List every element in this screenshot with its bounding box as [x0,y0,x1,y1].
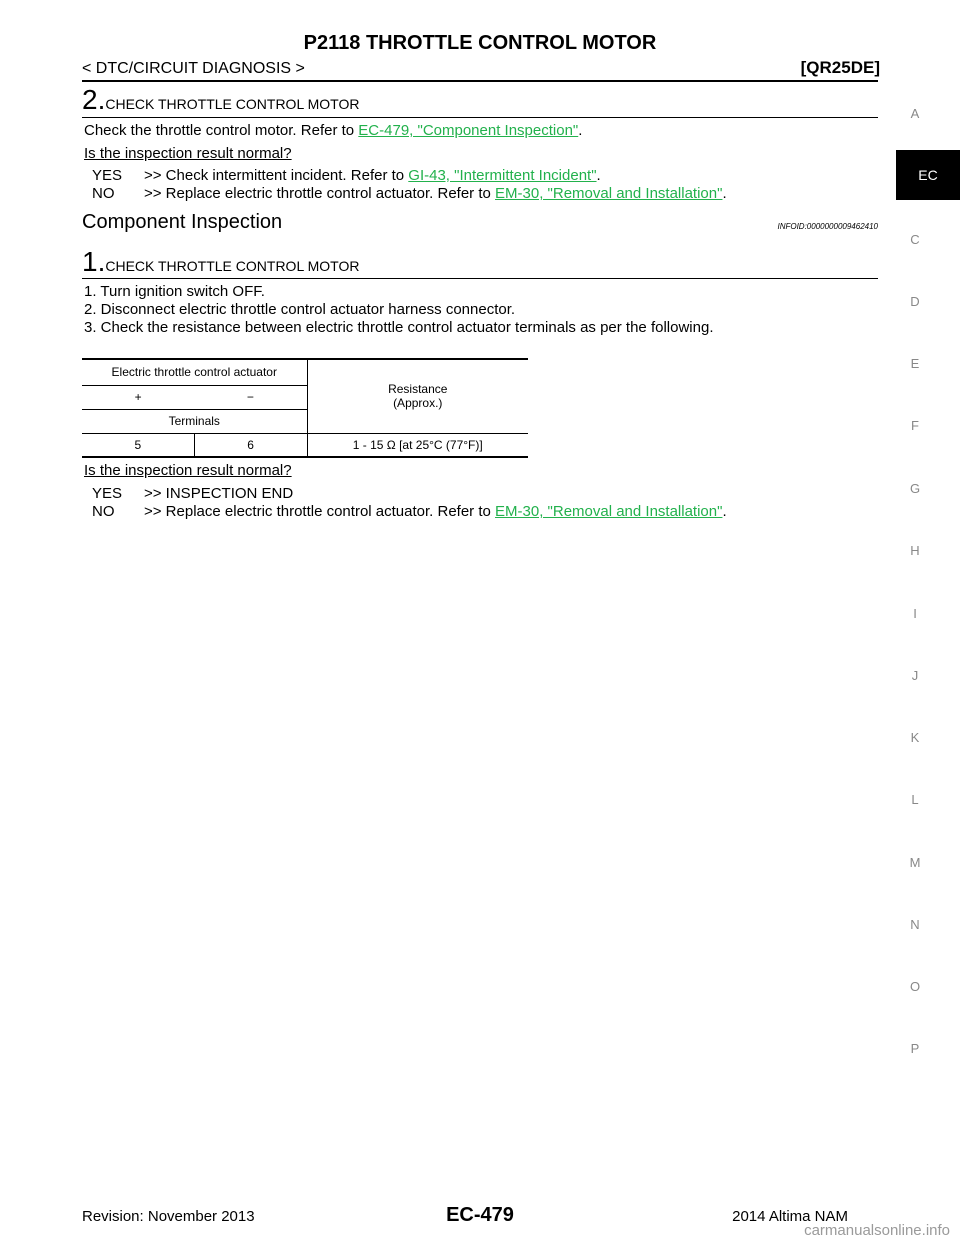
removal-installation-link[interactable]: EM-30, "Removal and Installation" [495,503,723,520]
table-col-minus: − [194,385,308,410]
side-tab-k[interactable]: K [910,730,920,745]
removal-installation-link[interactable]: EM-30, "Removal and Installation" [495,185,723,202]
table-group-header: Electric throttle control actuator [82,358,308,386]
side-tab-n[interactable]: N [910,917,920,932]
section-heading: Component Inspection [82,211,283,233]
no-result: NO>> Replace electric throttle control a… [92,185,727,202]
inspection-question: Is the inspection result normal? [84,462,292,479]
footer-page-number: EC-479 [446,1204,514,1226]
procedure-item: 2. Disconnect electric throttle control … [84,301,516,318]
model-tag: [QR25DE] [800,58,880,77]
side-tab-o[interactable]: O [909,979,921,994]
side-tab-ec[interactable]: EC [896,150,960,200]
step-title: CHECK THROTTLE CONTROL MOTOR [105,258,360,274]
yes-result: YES>> INSPECTION END [92,485,294,502]
side-tab-j[interactable]: J [911,668,919,683]
side-tab-h[interactable]: H [910,543,920,558]
inspection-question: Is the inspection result normal? [84,145,292,162]
side-tab-i[interactable]: I [913,606,917,621]
header-divider [82,80,878,82]
side-tab-m[interactable]: M [909,855,921,870]
step-title: CHECK THROTTLE CONTROL MOTOR [105,96,360,112]
step-number: 1. [82,246,106,277]
side-tab-e[interactable]: E [910,356,920,371]
component-inspection-link[interactable]: EC-479, "Component Inspection" [358,122,579,139]
table-cell: 1 - 15 Ω [at 25°C (77°F)] [307,433,528,458]
table-resistance-header: Resistance (Approx.) [307,358,528,434]
yes-result: YES>> Check intermittent incident. Refer… [92,167,601,184]
side-tab-g[interactable]: G [909,481,921,496]
no-result: NO>> Replace electric throttle control a… [92,503,727,520]
intermittent-incident-link[interactable]: GI-43, "Intermittent Incident" [408,167,597,184]
side-tab-p[interactable]: P [910,1041,920,1056]
step-divider [82,117,878,118]
side-tab-a[interactable]: A [910,106,920,121]
info-id: INFOID:0000000009462410 [777,222,878,231]
page-title: P2118 THROTTLE CONTROL MOTOR [303,32,657,54]
watermark: carmanualsonline.info [804,1222,950,1239]
procedure-item: 1. Turn ignition switch OFF. [84,283,265,300]
table-cell: 5 [82,433,195,458]
step-2-instruction: Check the throttle control motor. Refer … [84,122,583,139]
side-tab-c[interactable]: C [910,232,920,247]
breadcrumb: < DTC/CIRCUIT DIAGNOSIS > [82,60,305,77]
step-divider [82,278,878,279]
resistance-table: Electric throttle control actuator Resis… [82,358,528,458]
footer-revision: Revision: November 2013 [82,1208,255,1225]
side-tab-f[interactable]: F [911,418,919,433]
step-1-heading: 1.CHECK THROTTLE CONTROL MOTOR [82,246,359,278]
table-cell: 6 [194,433,308,458]
step-2-heading: 2.CHECK THROTTLE CONTROL MOTOR [82,84,359,116]
footer-model: 2014 Altima NAM [732,1208,848,1225]
side-tab-l[interactable]: L [911,792,919,807]
step-number: 2. [82,84,106,115]
table-row-label: Terminals [82,409,308,434]
side-tab-d[interactable]: D [910,294,920,309]
table-col-plus: + [82,385,195,410]
procedure-item: 3. Check the resistance between electric… [84,319,714,336]
